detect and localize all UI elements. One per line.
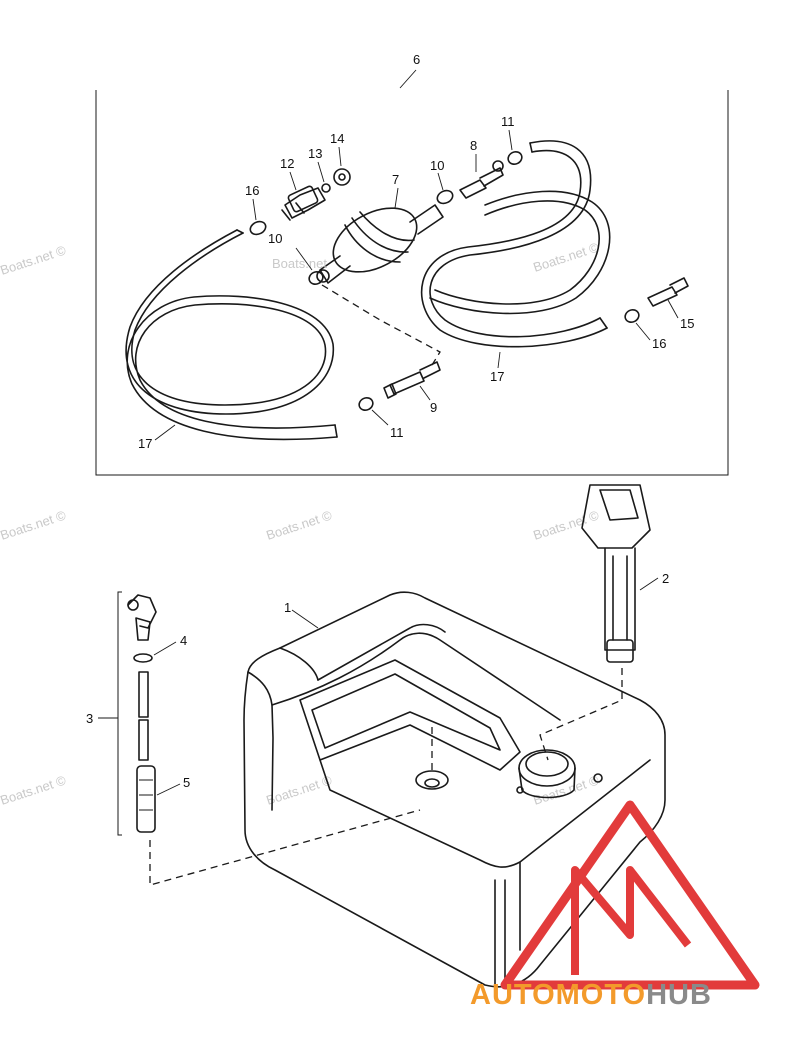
logo-text-hub: HUB [646, 979, 712, 1011]
automotohub-logo: AUTOMOTOHUB [470, 800, 760, 1011]
watermark: Boats.net © [531, 239, 601, 274]
callout-12: 12 [280, 156, 294, 171]
leader-line [437, 172, 444, 191]
leader-line [635, 322, 651, 341]
washer-hole [338, 173, 346, 181]
connection-line [539, 668, 623, 761]
leader-line [667, 299, 679, 319]
watermark: Boats.net [272, 256, 327, 271]
leader-line [153, 641, 177, 656]
clamp-11-lower [358, 397, 374, 411]
callout-10-lower: 10 [268, 231, 282, 246]
callout-7: 7 [392, 172, 399, 187]
fuel-hose-right [420, 140, 611, 348]
clamp-16-right [624, 309, 640, 323]
callout-15: 15 [680, 316, 694, 331]
clamp-10-lower [308, 271, 324, 285]
callout-17-right: 17 [490, 369, 504, 384]
clamp-11-upper [507, 151, 523, 165]
leader-line [291, 609, 319, 629]
logo-m-icon [571, 866, 692, 975]
leader-line [289, 171, 297, 191]
tank-outlet [415, 770, 449, 790]
callout-13: 13 [308, 146, 322, 161]
fuel-tank [243, 591, 666, 988]
leader-line [497, 351, 501, 369]
leader-line [508, 129, 513, 151]
watermark: Boats.net © [0, 772, 68, 807]
leader-line [154, 424, 176, 441]
leader-line [639, 577, 659, 591]
callout-14: 14 [330, 131, 344, 146]
logo-text-auto: AUTO [470, 979, 556, 1011]
leader-line [394, 187, 399, 209]
watermark: Boats.net © [0, 242, 68, 277]
leader-line [156, 783, 181, 796]
fitting-15 [647, 277, 689, 307]
callout-5: 5 [183, 775, 190, 790]
clamp-16-left [249, 220, 267, 236]
callout-1: 1 [284, 600, 291, 615]
assembly-bracket [117, 591, 122, 836]
callout-8: 8 [470, 138, 477, 153]
leader-line [338, 146, 342, 167]
leader-line [399, 69, 417, 89]
callout-10-upper: 10 [430, 158, 444, 173]
connection-line [149, 809, 421, 886]
logo-triangle-icon [500, 800, 760, 990]
tank-connector [281, 185, 326, 221]
callout-16-right: 16 [652, 336, 666, 351]
clamp-10-upper [436, 189, 454, 205]
assembly-frame [95, 90, 729, 476]
fuel-gauge [581, 484, 651, 663]
connection-line [321, 284, 441, 366]
callout-4: 4 [180, 633, 187, 648]
watermark: Boats.net © [264, 772, 334, 807]
watermark: Boats.net © [0, 507, 68, 542]
fitting-9 [383, 361, 441, 399]
o-ring [321, 183, 331, 193]
callout-11-upper: 11 [501, 114, 515, 129]
leader-line [419, 385, 431, 401]
svg-text:AUTOMOTOHUB: AUTOMOTOHUB [470, 979, 712, 1011]
fitting-8 [459, 160, 504, 199]
callout-9: 9 [430, 400, 437, 415]
logo-text-moto: MOTO [556, 979, 646, 1011]
primer-bulb [316, 204, 444, 284]
fuel-hose-left [125, 229, 338, 441]
leader-line [317, 161, 325, 183]
leader-line [295, 247, 313, 271]
pickup-assembly [117, 591, 157, 836]
watermark: Boats.net © [264, 507, 334, 542]
callout-3: 3 [86, 711, 93, 726]
washer [333, 168, 351, 186]
watermark: Boats.net © [531, 772, 601, 807]
callout-11-lower: 11 [390, 425, 404, 440]
callout-2: 2 [662, 571, 669, 586]
leader-line [371, 409, 389, 426]
callouts-top: 6 7 8 10 11 12 13 14 16 10 Boats.net 15 … [138, 52, 694, 451]
callout-16-left: 16 [245, 183, 259, 198]
callout-6: 6 [413, 52, 420, 67]
leader-line [252, 198, 257, 221]
callout-17-left: 17 [138, 436, 152, 451]
